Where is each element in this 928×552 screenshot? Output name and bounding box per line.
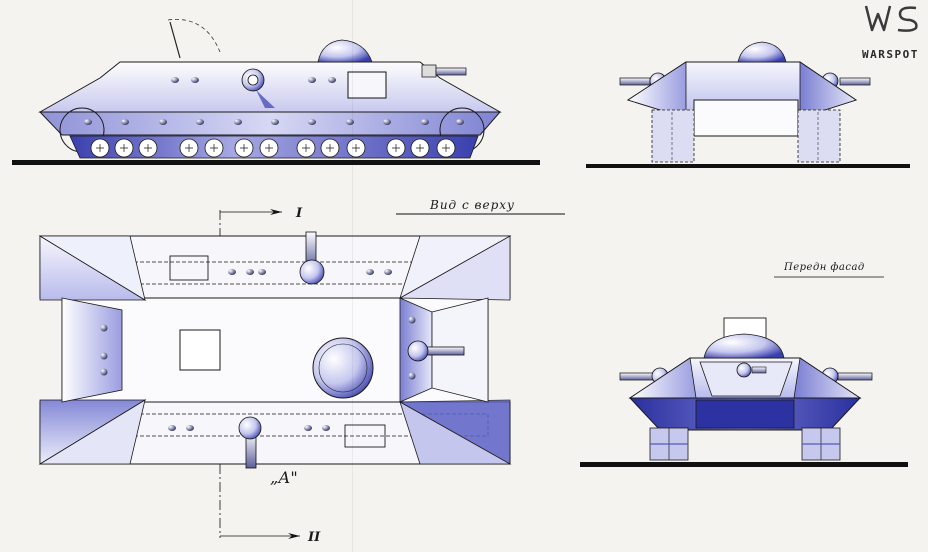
side-hatch [347,71,387,99]
side-ground-line [12,160,540,165]
front-ground-line [580,462,908,467]
hatch-lid [169,21,181,59]
paper-fold-line [352,0,353,552]
rear-view [586,41,910,168]
side-skirt [38,111,502,136]
side-gun-barrel [435,67,467,76]
top-gun-lower [238,416,262,469]
top-gun-front [407,340,465,362]
hatch-swing-arc [167,19,221,53]
top-hatch-center [179,329,221,371]
front-view [580,317,908,467]
top-view [38,209,512,539]
brand-name: WARSPOT [862,48,919,61]
section-mark-label: „А" [270,468,298,487]
ws-logo-icon [864,5,918,32]
section-ii-label: II [308,530,321,545]
side-cupola [317,39,373,63]
section-i-label: I [296,206,303,221]
top-cupola [312,337,374,399]
rear-cupola [737,41,787,63]
front-view-caption: Передн фасад [784,262,865,273]
front-cupola [703,333,785,359]
top-hatch-rear [169,255,209,281]
top-hatch-front [344,424,386,448]
top-view-caption: Вид с верху [430,198,515,212]
side-gun-mount [421,64,437,78]
top-gun-upper [299,231,325,285]
side-view [12,19,540,165]
rear-ground-line [586,164,910,168]
